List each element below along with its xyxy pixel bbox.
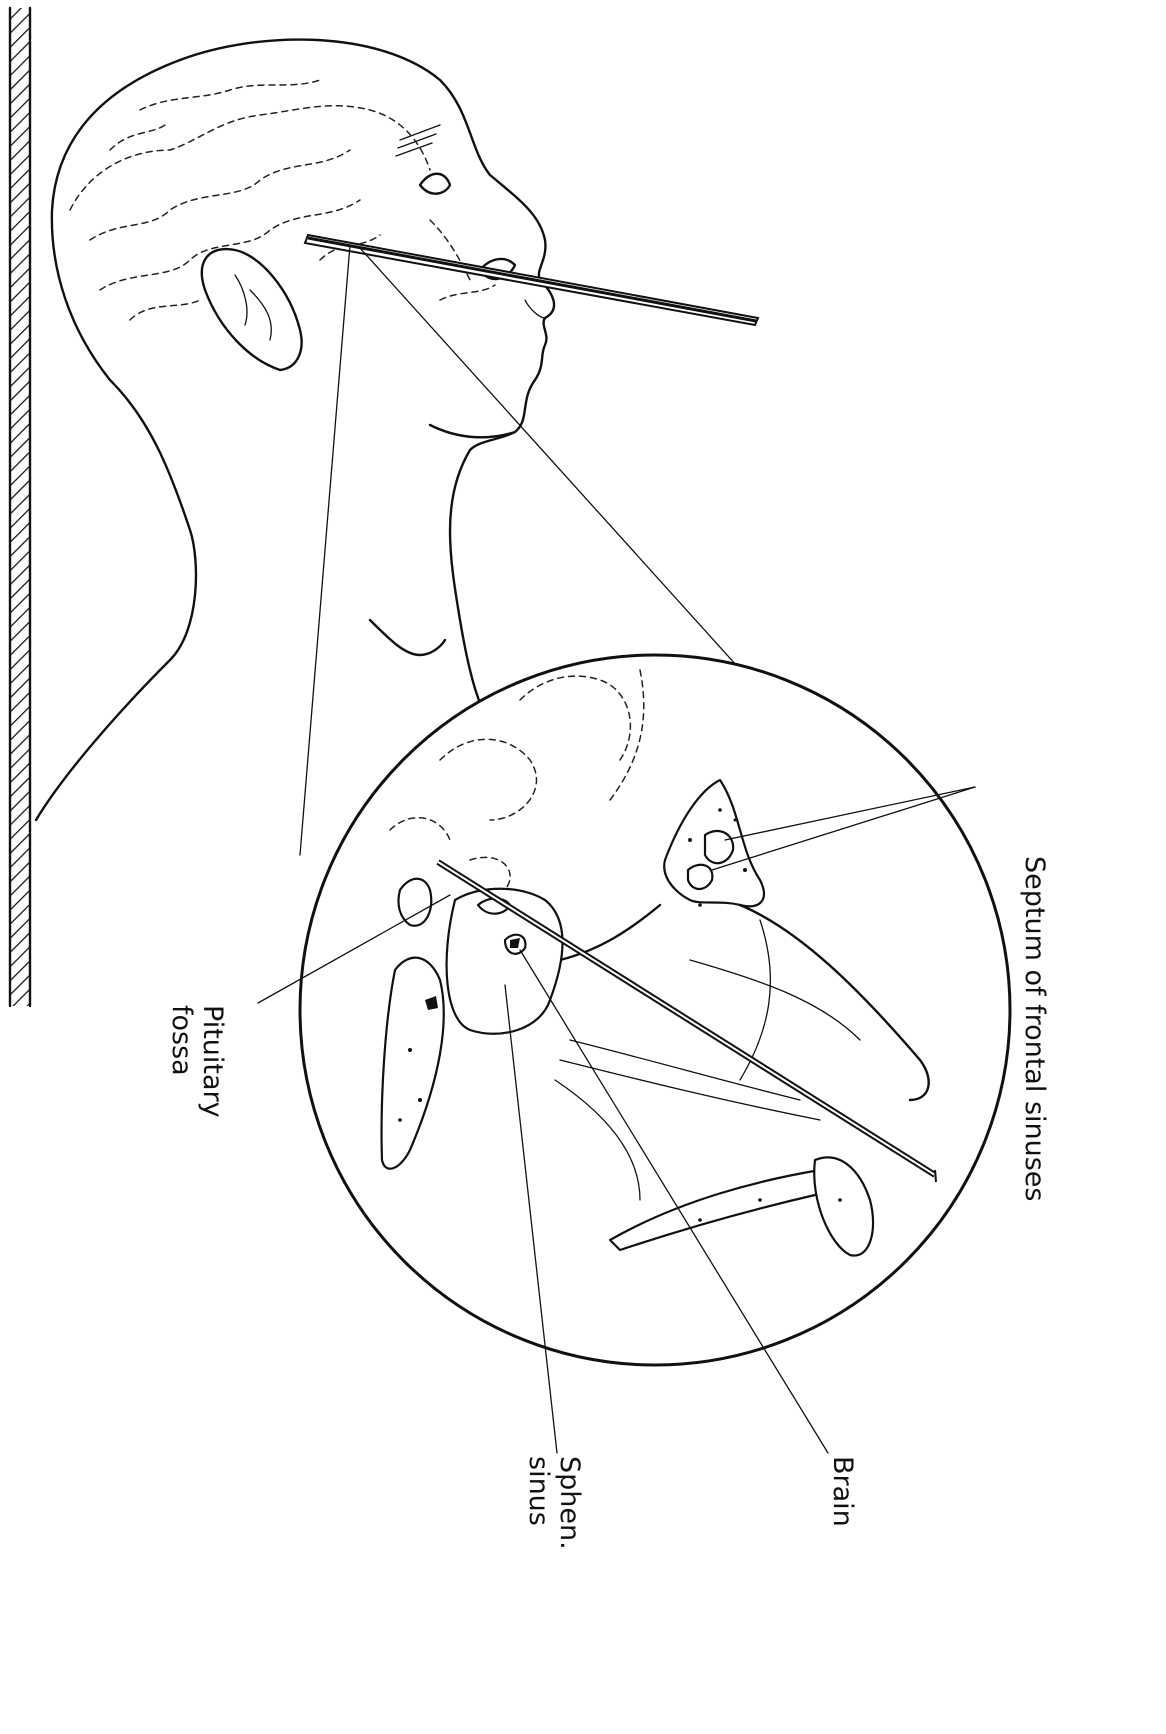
wall	[10, 8, 30, 1006]
brain-gyri-head	[70, 80, 495, 320]
sphen-label-line2: sinus	[523, 1456, 554, 1550]
ear	[202, 249, 302, 370]
sphen-sinus-label: Sphen. sinus	[523, 1456, 585, 1550]
pituitary-label-line1: Pituitary	[197, 1005, 228, 1118]
septum-label: Septum of frontal sinuses	[1019, 856, 1050, 1201]
scope-head	[305, 235, 758, 325]
pituitary-label-line2: fossa	[166, 1005, 197, 1118]
brain-label-text: Brain	[827, 1456, 858, 1527]
septum-label-text: Septum of frontal sinuses	[1019, 856, 1050, 1201]
pituitary-fossa-label: Pituitary fossa	[166, 1005, 228, 1118]
face-details	[396, 125, 545, 318]
brain-label: Brain	[827, 1456, 858, 1527]
sphen-label-line1: Sphen.	[554, 1456, 585, 1550]
magnified-view	[300, 655, 1010, 1365]
